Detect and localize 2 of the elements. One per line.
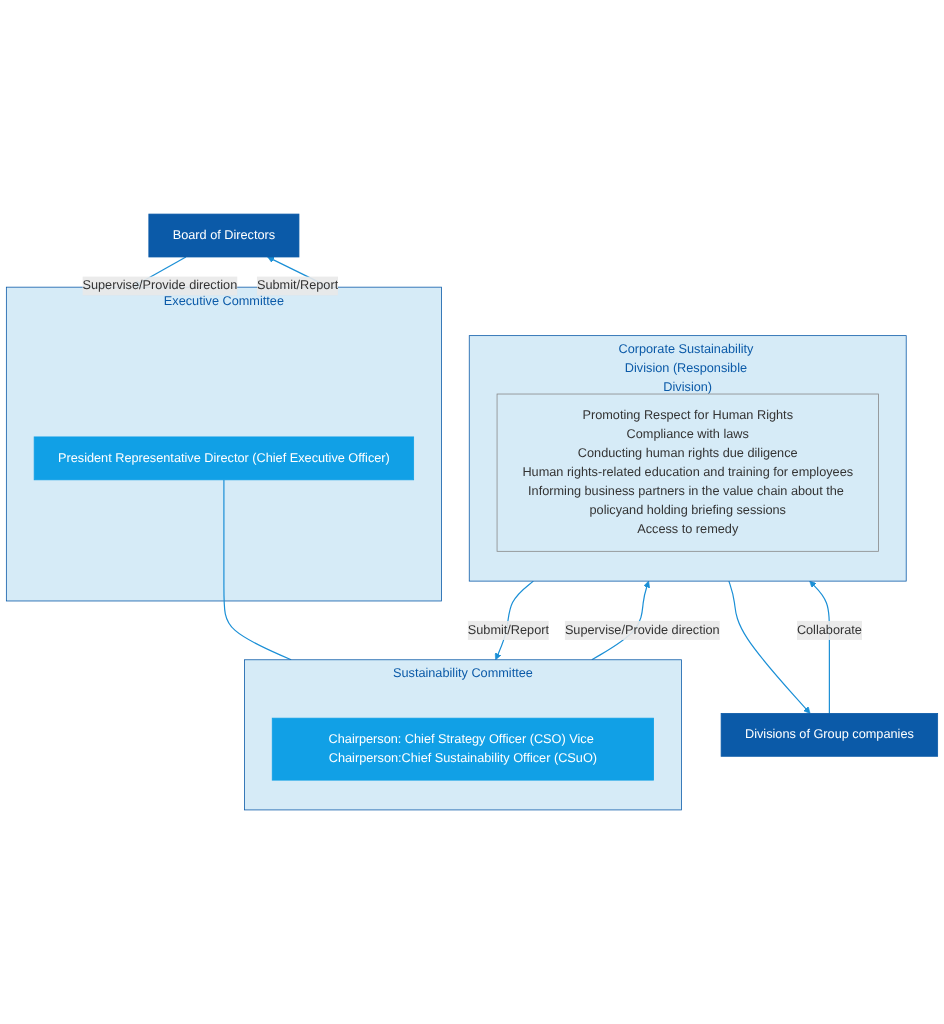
arrow (728, 580, 811, 714)
connector (223, 479, 292, 661)
